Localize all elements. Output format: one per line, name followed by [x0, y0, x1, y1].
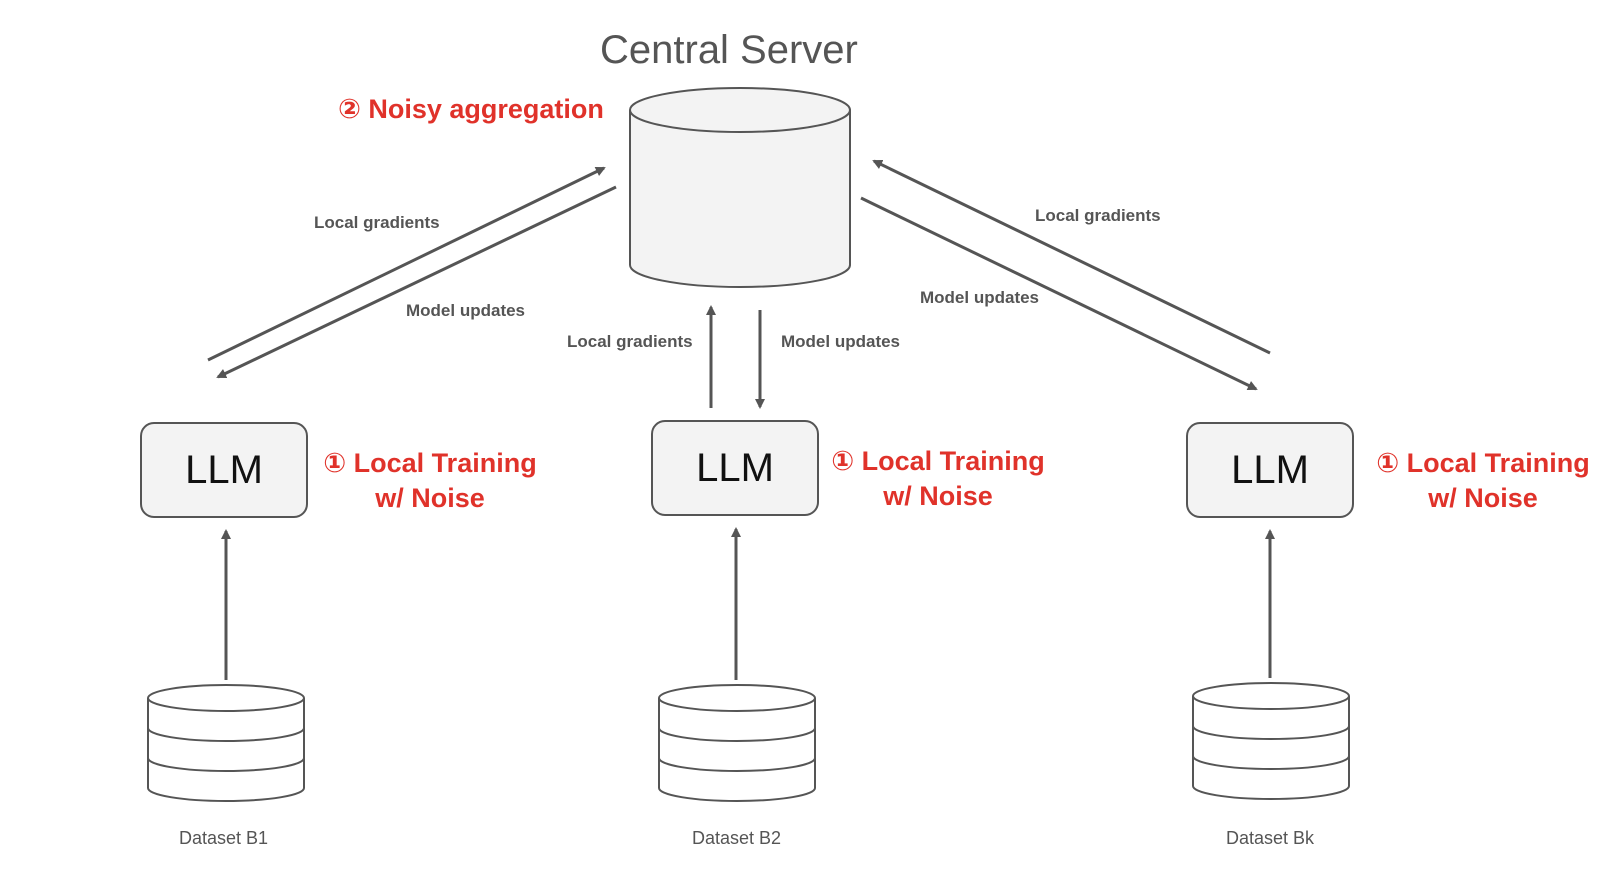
client-1-step-label: ① Local Training w/ Noise — [320, 446, 540, 516]
client-2-step-line-1: ① Local Training — [831, 446, 1045, 476]
dataset-stack-body — [147, 698, 305, 802]
client-1-llm-box: LLM — [140, 422, 308, 518]
server-step-label: ② Noisy aggregation — [338, 94, 604, 124]
left-updates-arrow — [216, 185, 617, 379]
dataset-stack-divider — [147, 727, 305, 742]
dataset-stack-divider — [147, 757, 305, 772]
client-2-step-label: ① Local Training w/ Noise — [828, 444, 1048, 514]
client-2-llm-label: LLM — [696, 445, 774, 490]
dataset-stack-body — [658, 698, 816, 802]
client-1-step-line-2: w/ Noise — [375, 483, 485, 513]
right-gradients-label: Local gradients — [1035, 206, 1161, 225]
dataset-stack-divider — [1192, 755, 1350, 770]
dataset-stack-divider — [658, 727, 816, 742]
client-2-dataset-label: Dataset B2 — [692, 828, 782, 848]
client-2-llm-box: LLM — [651, 420, 819, 516]
client-3-llm-box: LLM — [1186, 422, 1354, 518]
dataset-stack-divider — [658, 757, 816, 772]
dataset-stack-top — [658, 684, 816, 712]
client-1-llm-label: LLM — [185, 447, 263, 492]
dataset-1-stack — [147, 684, 305, 802]
right-updates-label: Model updates — [920, 288, 1040, 307]
server-title: Central Server — [600, 28, 858, 72]
right-gradients-arrow — [872, 159, 1271, 355]
left-gradients-label: Local gradients — [314, 213, 440, 232]
central-server-cylinder — [629, 87, 851, 288]
client-3-step-line-2: w/ Noise — [1428, 483, 1538, 513]
dataset-stack-body — [1192, 696, 1350, 800]
right-updates-arrow — [860, 196, 1258, 391]
dataset-2-stack — [658, 684, 816, 802]
dataset-stack-top — [1192, 682, 1350, 710]
client-1-dataset-label: Dataset B1 — [179, 828, 269, 848]
client-3-step-label: ① Local Training w/ Noise — [1373, 446, 1593, 516]
client-3-llm-label: LLM — [1231, 447, 1309, 492]
client-3-dataset-label: Dataset Bk — [1226, 828, 1315, 848]
left-gradients-arrow — [207, 166, 606, 362]
dataset-stack-top — [147, 684, 305, 712]
middle-gradients-label: Local gradients — [567, 332, 693, 351]
dataset-stack-divider — [1192, 725, 1350, 740]
left-updates-label: Model updates — [406, 301, 526, 320]
dataset-3-stack — [1192, 682, 1350, 800]
middle-updates-label: Model updates — [781, 332, 901, 351]
client-3-step-line-1: ① Local Training — [1376, 448, 1590, 478]
client-1-step-line-1: ① Local Training — [323, 448, 537, 478]
client-2-step-line-2: w/ Noise — [883, 481, 993, 511]
